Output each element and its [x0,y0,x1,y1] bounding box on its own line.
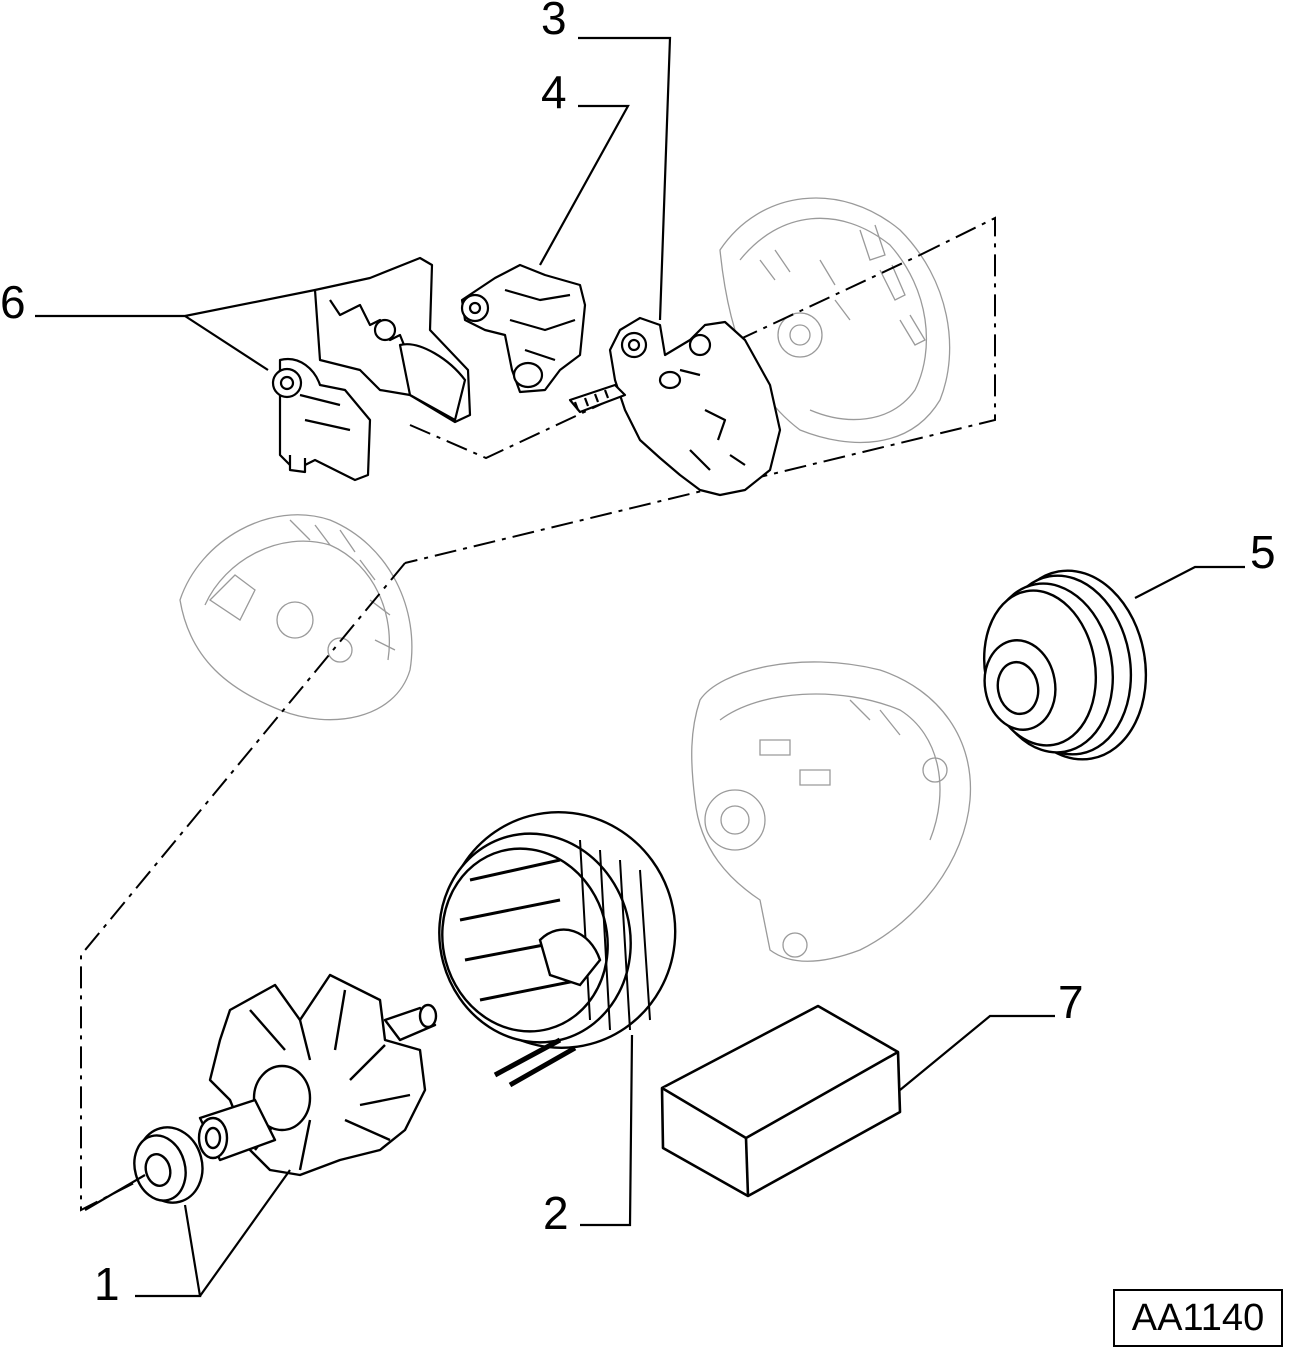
callout-5: 5 [1250,526,1276,578]
callout-1: 1 [94,1258,120,1310]
leader-5 [1134,565,1245,599]
leader-2 [580,1034,634,1227]
leader-1b [199,1169,291,1297]
ghost-front-housing [691,661,972,962]
part-rotor [197,973,438,1177]
callout-3: 3 [541,0,567,44]
ghost-slip-ring-housing [179,514,413,721]
part-pulley [982,569,1148,761]
part-kit-box [660,1004,902,1198]
leader-3 [578,36,672,321]
leader-1 [135,1204,202,1298]
part-regulator [460,263,587,394]
leader-lines [35,36,1245,1298]
leader-6 [35,288,316,318]
leader-6b [184,315,269,371]
callout-4: 4 [541,66,567,118]
callout-2: 2 [543,1187,569,1239]
callout-6: 6 [0,276,26,328]
reference-code-box: AA1140 [1113,1289,1283,1347]
part-brush-holder-regulator [271,256,472,482]
part-rectifier [568,316,782,497]
leader-4 [539,104,630,266]
leader-7 [899,1014,1055,1091]
assembly-dash-lines [80,216,996,1212]
callout-7: 7 [1058,976,1084,1028]
part-stator [438,810,677,1088]
leader-1c [84,1174,146,1211]
part-bearing [133,1126,204,1204]
